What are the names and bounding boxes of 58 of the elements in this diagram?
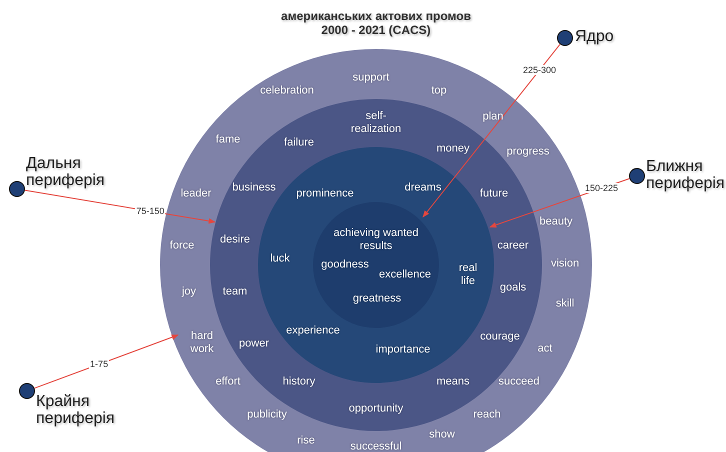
edge-label: 75-150	[135, 206, 166, 216]
word-label: goodness	[321, 258, 369, 272]
word-label: successful	[350, 440, 402, 452]
word-label: leader	[180, 188, 212, 200]
word-label: experience	[286, 324, 340, 338]
word-label: rise	[297, 434, 315, 448]
word-label: effort	[216, 376, 240, 388]
word-label: act	[538, 342, 552, 356]
title: американських актових промов 2000 - 2021 (CACS)	[280, 9, 472, 37]
callout-label: Крайня периферія	[36, 393, 116, 427]
word-label: greatness	[352, 292, 402, 306]
word-label: real life	[458, 262, 478, 288]
callout-label: Ближня периферія	[646, 158, 726, 192]
word-label: business	[232, 182, 276, 194]
word-label: celebration	[260, 84, 314, 98]
word-label: prominence	[296, 188, 354, 200]
word-label: courage	[480, 330, 520, 344]
arrow	[34, 334, 179, 389]
word-label: desire	[220, 234, 250, 246]
word-label: future	[480, 188, 508, 200]
word-label: failure	[284, 136, 314, 150]
word-label: top	[431, 84, 447, 98]
word-label: means	[436, 376, 470, 388]
word-label: history	[282, 376, 316, 388]
word-label: opportunity	[348, 402, 404, 416]
callout-label: Дальня периферія	[26, 155, 106, 189]
word-label: money	[436, 142, 470, 156]
word-label: succeed	[498, 376, 540, 388]
word-label: beauty	[539, 216, 573, 228]
word-label: career	[497, 240, 529, 252]
word-label: self-realization	[350, 110, 402, 136]
word-label: show	[429, 428, 455, 442]
callout-label: Ядро	[575, 28, 615, 45]
word-label: luck	[270, 252, 290, 266]
word-label: dreams	[404, 182, 442, 194]
arrow	[422, 44, 560, 218]
arrow	[489, 178, 630, 228]
edge-label: 1-75	[89, 359, 110, 370]
word-label: progress	[506, 146, 550, 158]
word-label: fame	[216, 134, 240, 146]
arrow	[24, 190, 216, 224]
word-label: achieving wanted results	[332, 227, 420, 253]
edge-label: 225-300	[522, 65, 557, 76]
word-label: importance	[376, 344, 430, 356]
word-label: power	[239, 338, 269, 350]
word-label: skill	[556, 298, 574, 310]
word-label: publicity	[247, 408, 287, 422]
word-label: plan	[482, 110, 504, 124]
word-label: excellence	[379, 268, 431, 282]
word-label: vision	[550, 258, 580, 270]
word-label: team	[222, 286, 248, 298]
word-label: hard work	[189, 330, 215, 356]
word-label: joy	[182, 286, 196, 298]
word-label: force	[170, 240, 194, 252]
word-label: support	[352, 72, 390, 84]
word-label: goals	[500, 282, 526, 294]
word-label: reach	[473, 408, 501, 422]
edge-label: 150-225	[584, 183, 620, 194]
